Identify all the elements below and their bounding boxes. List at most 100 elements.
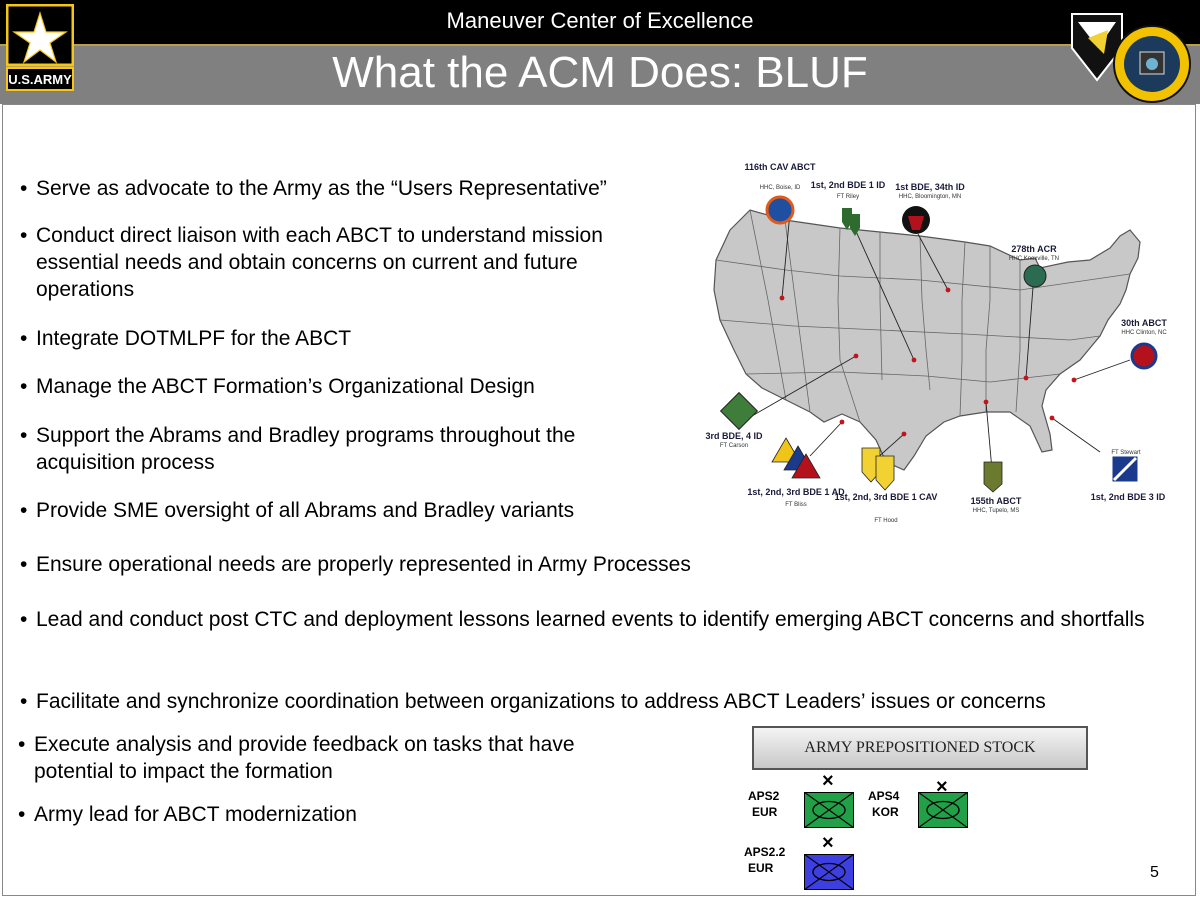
patch-1-id xyxy=(842,208,860,236)
bullet-marker: • xyxy=(20,690,28,713)
bullet-marker: • xyxy=(20,177,28,200)
patch-155th-abct xyxy=(983,461,1003,493)
aps-label-aps2-2: APS2.2 EUR xyxy=(744,844,785,876)
unit-name: 30th ABCT xyxy=(1121,318,1167,328)
unit-name: 1st BDE, 34th ID xyxy=(895,182,965,192)
page-title: What the ACM Does: BLUF xyxy=(332,48,868,97)
aps2-unit-symbol xyxy=(804,792,854,828)
bullet-text: Conduct direct liaison with each ABCT to… xyxy=(36,224,603,301)
aps-label-line2: KOR xyxy=(872,805,899,819)
us-army-logo: U.S.ARMY xyxy=(6,4,74,91)
marker-ft-stewart xyxy=(1049,415,1055,421)
unit-name: 1st, 2nd, 3rd BDE 1 AD xyxy=(747,487,845,497)
marker-bloomington xyxy=(945,287,951,293)
bullet-direct-liaison: • Conduct direct liaison with each ABCT … xyxy=(20,222,660,303)
patch-1-ad xyxy=(771,437,821,479)
patch-30th-abct xyxy=(1130,342,1158,370)
bullet-marker: • xyxy=(20,608,28,631)
bullet-text: Execute analysis and provide feedback on… xyxy=(34,733,575,783)
unit-location: HHC Knoxville, TN xyxy=(1009,256,1059,262)
aps-label-line2: EUR xyxy=(752,805,778,819)
bullet-text: Manage the ABCT Formation’s Organization… xyxy=(36,375,535,398)
bullet-text: Facilitate and synchronize coordination … xyxy=(36,690,1046,713)
bullet-marker: • xyxy=(20,327,28,350)
marker-clinton xyxy=(1071,377,1077,383)
marker-tupelo xyxy=(983,399,989,405)
patch-278th-acr xyxy=(1023,264,1047,288)
echelon-mark-aps2-2: × xyxy=(822,832,834,854)
page-number: 5 xyxy=(1150,864,1159,881)
marker-knoxville xyxy=(1023,375,1029,381)
marker-ft-carson xyxy=(853,353,859,359)
unit-name: 1st, 2nd BDE 1 ID xyxy=(811,180,886,190)
marker-ft-hood xyxy=(901,431,907,437)
state-borders xyxy=(715,209,1131,423)
bullet-text: Lead and conduct post CTC and deployment… xyxy=(36,608,1145,631)
unit-location: HHC, Boise, ID xyxy=(760,185,801,191)
header-divider xyxy=(0,44,1200,46)
unit-location: FT Hood xyxy=(874,518,897,524)
aps2-2-unit-symbol xyxy=(804,854,854,890)
bullet-users-representative: • Serve as advocate to the Army as the “… xyxy=(20,175,680,202)
unit-location: FT Bliss xyxy=(785,502,807,508)
bullet-text: Serve as advocate to the Army as the “Us… xyxy=(36,177,607,200)
bullet-marker: • xyxy=(20,499,28,522)
army-logo-text: U.S.ARMY xyxy=(8,72,72,87)
maneuver-center-logos xyxy=(1071,13,1191,103)
echelon-mark-aps2: × xyxy=(822,770,834,792)
bullet-sme-oversight: • Provide SME oversight of all Abrams an… xyxy=(20,497,680,524)
header-bar xyxy=(0,0,1200,44)
aps-label-line2: EUR xyxy=(748,861,774,875)
bullet-operational-needs: • Ensure operational needs are properly … xyxy=(20,551,1170,578)
bullet-text: Support the Abrams and Bradley programs … xyxy=(36,424,576,474)
bullet-abrams-bradley-programs: • Support the Abrams and Bradley program… xyxy=(20,422,660,476)
echelon-mark-aps4: × xyxy=(936,776,948,798)
bullet-text: Provide SME oversight of all Abrams and … xyxy=(36,499,575,522)
unit-patches xyxy=(719,195,1158,493)
aps-title-box: ARMY PREPOSITIONED STOCK xyxy=(752,726,1088,770)
bullet-execute-analysis: • Execute analysis and provide feedback … xyxy=(18,731,638,785)
aps-label-aps4: APS4 KOR xyxy=(868,788,899,820)
aps-label-line1: APS2.2 xyxy=(744,845,786,859)
bullet-text: Ensure operational needs are properly re… xyxy=(36,553,691,576)
bullet-marker: • xyxy=(20,424,28,447)
bullet-marker: • xyxy=(20,553,28,576)
bullet-text: Integrate DOTMLPF for the ABCT xyxy=(36,327,352,350)
aps-label-line1: APS2 xyxy=(748,789,780,803)
us-map-outline xyxy=(713,209,1141,471)
unit-location: FT Carson xyxy=(720,443,748,449)
unit-name: 1st, 2nd, 3rd BDE 1 CAV xyxy=(835,492,938,502)
unit-name: 155th ABCT xyxy=(971,496,1022,506)
unit-name: 278th ACR xyxy=(1011,244,1057,254)
us-unit-map: 116th CAV ABCT HHC, Boise, ID 1st, 2nd B… xyxy=(705,162,1167,524)
unit-labels: 116th CAV ABCT HHC, Boise, ID 1st, 2nd B… xyxy=(705,162,1167,524)
bullet-marker: • xyxy=(18,733,26,756)
aps-label-aps2: APS2 EUR xyxy=(748,788,779,820)
unit-location: FT Stewart xyxy=(1111,450,1141,456)
bullet-coordination: • Facilitate and synchronize coordinatio… xyxy=(20,688,1180,715)
patch-4-id xyxy=(719,391,759,431)
patch-116th-cav xyxy=(765,195,795,225)
content-frame xyxy=(2,104,1196,896)
bullet-marker: • xyxy=(20,375,28,398)
marker-boise xyxy=(779,295,785,301)
aps4-unit-symbol xyxy=(918,792,968,828)
patch-1-cav xyxy=(861,447,895,491)
unit-location: HHC Clinton, NC xyxy=(1121,330,1167,336)
unit-location: HHC, Bloomington, MN xyxy=(899,194,961,200)
bullet-text: Army lead for ABCT modernization xyxy=(34,803,357,826)
unit-location: HHC, Tupelo, MS xyxy=(973,508,1020,514)
bullet-marker: • xyxy=(20,224,28,247)
bullet-organizational-design: • Manage the ABCT Formation’s Organizati… xyxy=(20,373,660,400)
aps-label-line1: APS4 xyxy=(868,789,900,803)
header-subtitle: Maneuver Center of Excellence xyxy=(446,8,754,33)
bullet-dotmlpf: • Integrate DOTMLPF for the ABCT xyxy=(20,325,660,352)
location-markers xyxy=(779,287,1077,437)
bullet-marker: • xyxy=(18,803,26,826)
unit-name: 116th CAV ABCT xyxy=(744,162,816,172)
unit-name: 3rd BDE, 4 ID xyxy=(705,431,763,441)
bullet-lessons-learned: • Lead and conduct post CTC and deployme… xyxy=(20,606,1170,633)
unit-name: 1st, 2nd BDE 3 ID xyxy=(1091,492,1166,502)
bullet-modernization: • Army lead for ABCT modernization xyxy=(18,801,638,828)
title-band xyxy=(0,46,1200,104)
